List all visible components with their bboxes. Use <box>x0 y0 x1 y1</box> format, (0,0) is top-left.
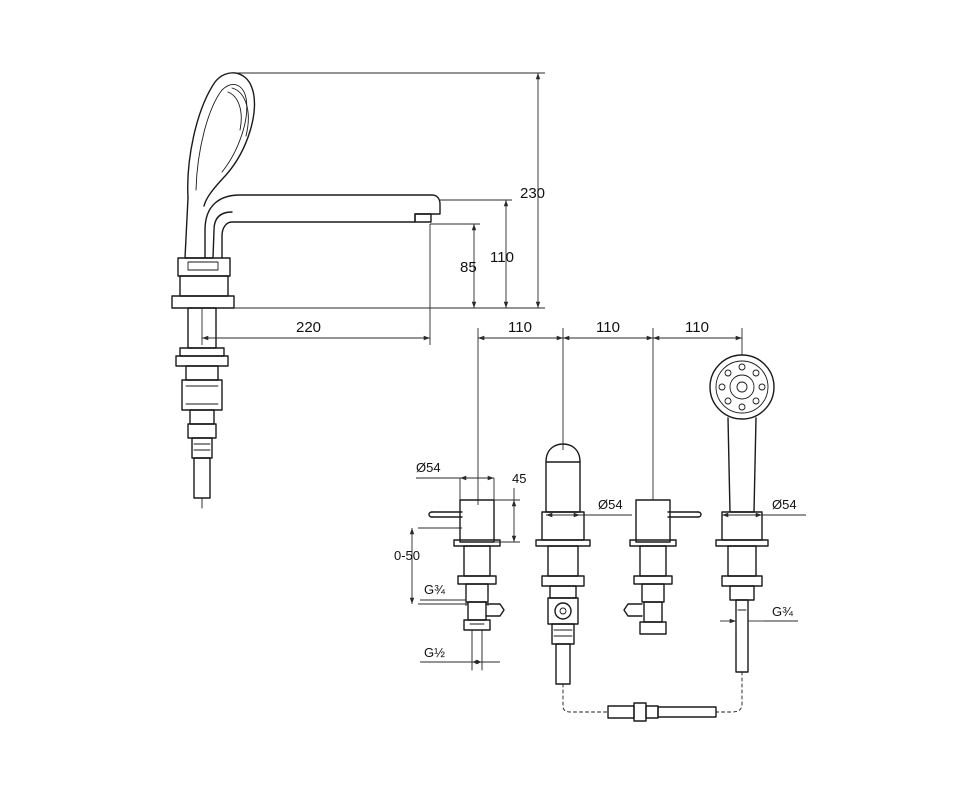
dim-thread-upper: G¾ <box>424 582 445 597</box>
hand-shower-head <box>187 72 256 207</box>
dim-spacing-1: 110 <box>508 319 532 336</box>
dim-total-height: 230 <box>520 185 545 202</box>
dim-spacing-3: 110 <box>685 319 709 336</box>
left-valve <box>428 499 505 671</box>
left-valve-dims <box>409 475 520 665</box>
dim-right-diameter: Ø54 <box>772 497 797 512</box>
shower-handle <box>184 197 233 259</box>
dim-middle-diameter: Ø54 <box>598 497 623 512</box>
dim-spacing-2: 110 <box>596 319 620 336</box>
connection-hose <box>562 671 743 722</box>
dim-spout-height: 110 <box>490 249 514 266</box>
dim-spout-reach: 220 <box>296 319 321 336</box>
spout-arm <box>204 194 441 259</box>
dim-deck-range: 0-50 <box>394 548 420 563</box>
shower-head-face <box>709 354 775 420</box>
hand-shower-set <box>709 354 775 673</box>
collar-upper <box>177 257 231 277</box>
dim-thread-right: G¾ <box>772 604 793 619</box>
right-valve <box>623 499 702 635</box>
side-view-spout <box>171 72 441 509</box>
spacing-dimensions <box>477 328 743 505</box>
dim-thread-lower: G½ <box>424 645 445 660</box>
dim-left-diameter: Ø54 <box>416 460 441 475</box>
dim-handle-height: 45 <box>512 471 526 486</box>
hand-shower-dims <box>720 512 806 630</box>
side-view-dimensions <box>201 72 545 345</box>
dim-outlet-height: 85 <box>460 259 477 276</box>
middle-diverter <box>535 443 591 685</box>
